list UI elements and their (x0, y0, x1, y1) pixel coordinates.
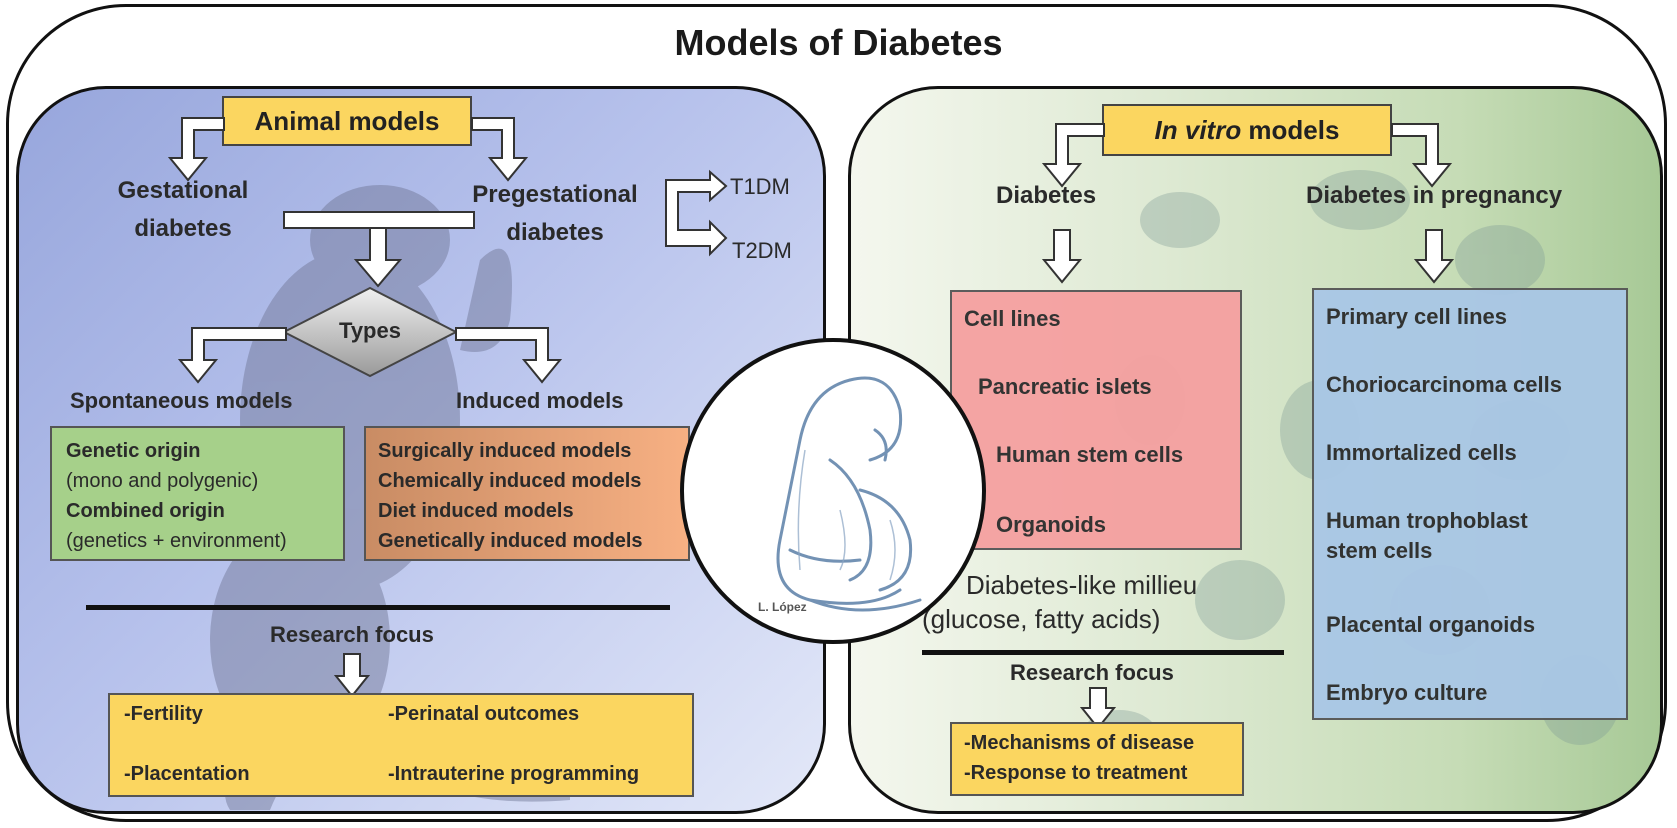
diabetes-milieu: Diabetes-like millieu (glucose, fatty ac… (922, 568, 1197, 636)
arrow-icon (1080, 687, 1116, 730)
divider-line (922, 650, 1284, 655)
embryo-culture: Embryo culture (1326, 680, 1488, 705)
focus-perinatal: -Perinatal outcomes (388, 703, 580, 725)
animal-split-arrows (167, 117, 529, 182)
pregnancy-models-box: Primary cell lines Choriocarcinoma cells… (1312, 288, 1628, 720)
immortalized-cells: Immortalized cells (1326, 440, 1517, 465)
diamond-icon (281, 286, 459, 378)
in-vitro-rest: models (1241, 115, 1340, 145)
diagram-title: Models of Diabetes (674, 22, 1003, 63)
focus-mechanisms: -Mechanisms of disease (964, 732, 1195, 754)
types-label: Types (339, 318, 401, 343)
surgically-induced: Surgically induced models (378, 440, 632, 462)
pancreatic-islets: Pancreatic islets (978, 374, 1152, 399)
diabetes-label: Diabetes (996, 182, 1097, 209)
arrow-icon (334, 653, 370, 698)
signature: L. López (758, 600, 807, 614)
in-vitro-italic: In vitro (1154, 115, 1242, 145)
pregestational-line-2: diabetes (506, 219, 604, 246)
diabetes-pregnancy-label: Diabetes in pregnancy (1306, 182, 1563, 209)
t1dm-label: T1DM (730, 174, 790, 199)
genetic-origin: Genetic origin (66, 440, 201, 462)
pregestational-diabetes-label: Pregestational diabetes (450, 176, 660, 252)
cell-lines: Cell lines (964, 306, 1061, 331)
induced-box: Surgically induced models Chemically ind… (364, 426, 690, 561)
stem-cells: stem cells (1326, 538, 1433, 563)
t2dm-label: T2DM (732, 238, 792, 263)
pregestational-line-1: Pregestational (472, 181, 638, 208)
human-stem-cells: Human stem cells (996, 442, 1184, 467)
focus-fertility: -Fertility (124, 703, 203, 725)
spontaneous-box: Genetic origin (mono and polygenic) Comb… (50, 426, 345, 561)
milieu-line-2: (glucose, fatty acids) (922, 604, 1161, 634)
spontaneous-models-label: Spontaneous models (70, 388, 293, 413)
human-trophoblast: Human trophoblast (1326, 508, 1528, 533)
in-vitro-focus-box: -Mechanisms of disease -Response to trea… (950, 722, 1244, 796)
combined-origin-detail: (genetics + environment) (66, 530, 287, 552)
gestational-diabetes-label: Gestational diabetes (108, 172, 258, 248)
animal-models-header: Animal models (222, 96, 472, 146)
types-split-arrows (177, 327, 563, 384)
pregnant-woman-sketch-icon (776, 376, 922, 612)
genetic-origin-detail: (mono and polygenic) (66, 470, 259, 492)
animal-focus-box: -Fertility -Perinatal outcomes -Placenta… (108, 693, 694, 797)
focus-treatment: -Response to treatment (964, 762, 1188, 784)
in-vitro-split-arrows (1041, 123, 1453, 188)
milieu-line-1: Diabetes-like millieu (966, 570, 1198, 600)
divider-line (86, 605, 670, 610)
in-vitro-header: In vitro models (1102, 104, 1392, 156)
induced-models-label: Induced models (456, 388, 624, 413)
merge-bar-arrow (283, 211, 475, 288)
focus-intrauterine: -Intrauterine programming (388, 763, 640, 785)
focus-placentation: -Placentation (124, 763, 250, 785)
t1dm-t2dm-arrow (665, 169, 728, 257)
in-vitro-research-focus-label: Research focus (1010, 660, 1174, 685)
diet-induced: Diet induced models (378, 500, 574, 522)
combined-origin: Combined origin (66, 500, 225, 522)
placental-organoids: Placental organoids (1326, 612, 1536, 637)
gestational-line-2: diabetes (134, 215, 232, 242)
genetically-induced: Genetically induced models (378, 530, 643, 552)
center-illustration (680, 338, 986, 644)
arrow-icon (1042, 229, 1082, 284)
diabetes-models-box: Cell lines Pancreatic islets Human stem … (950, 290, 1242, 550)
choriocarcinoma-cells: Choriocarcinoma cells (1326, 372, 1562, 397)
gestational-line-1: Gestational (117, 177, 249, 204)
animal-research-focus-label: Research focus (270, 622, 434, 647)
chemically-induced: Chemically induced models (378, 470, 642, 492)
organoids: Organoids (996, 512, 1107, 537)
arrow-icon (1414, 229, 1454, 284)
primary-cell-lines: Primary cell lines (1326, 304, 1507, 329)
